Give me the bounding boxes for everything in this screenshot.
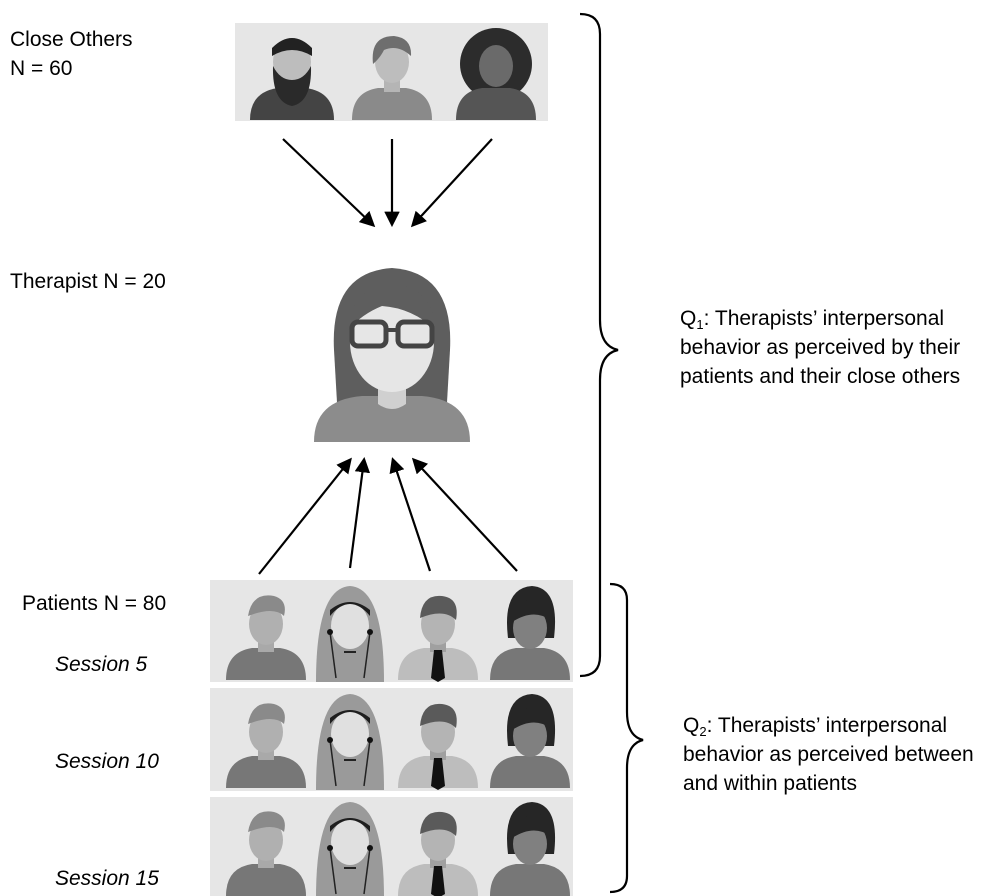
short-hair-person-avatar-icon [352,36,432,120]
arrow-patient-3 [389,457,432,572]
patients-row-session-5 [226,586,570,682]
arrow-patient-2 [348,456,371,569]
q2-subscript: 2 [699,724,707,739]
patients-row-session-15 [226,802,570,896]
arrow-close-other-3 [410,138,493,228]
arrow-patient-4 [411,457,518,572]
arrow-close-other-1 [282,138,376,228]
close-others-title: Close Others [10,28,133,51]
q1-prefix: Q [680,307,697,330]
arrow-patient-1 [258,457,352,575]
session-10-label: Session 10 [55,750,159,773]
woman-with-glasses-avatar-icon [314,268,470,442]
bearded-man-avatar-icon [250,38,334,120]
session-15-label: Session 15 [55,867,159,890]
q1-subscript: 1 [696,317,704,332]
close-others-count: N = 60 [10,57,73,80]
patients-label: Patients N = 80 [22,592,167,615]
patients-row-session-10 [226,694,570,790]
patients-arrows [258,456,518,575]
q2-annotation: Q2: Therapists’ interpersonal behavior a… [683,711,991,798]
curly-hair-woman-avatar-icon [456,28,536,120]
therapist-label: Therapist N = 20 [10,270,166,293]
hooded-person-with-earphones-avatar-icon [316,586,384,682]
q2-prefix: Q [683,714,700,737]
q2-text: : Therapists’ interpersonal behavior as … [683,714,974,795]
q1-brace [579,12,619,678]
young-man-avatar-icon [226,595,306,680]
man-with-tie-avatar-icon [398,595,478,682]
q1-annotation: Q1: Therapists’ interpersonal behavior a… [680,304,985,391]
q2-brace [609,582,644,894]
q1-text: : Therapists’ interpersonal behavior as … [680,307,961,388]
woman-dark-hair-avatar-icon [490,586,570,680]
close-others-arrows [282,138,493,228]
session-5-label: Session 5 [55,653,148,676]
